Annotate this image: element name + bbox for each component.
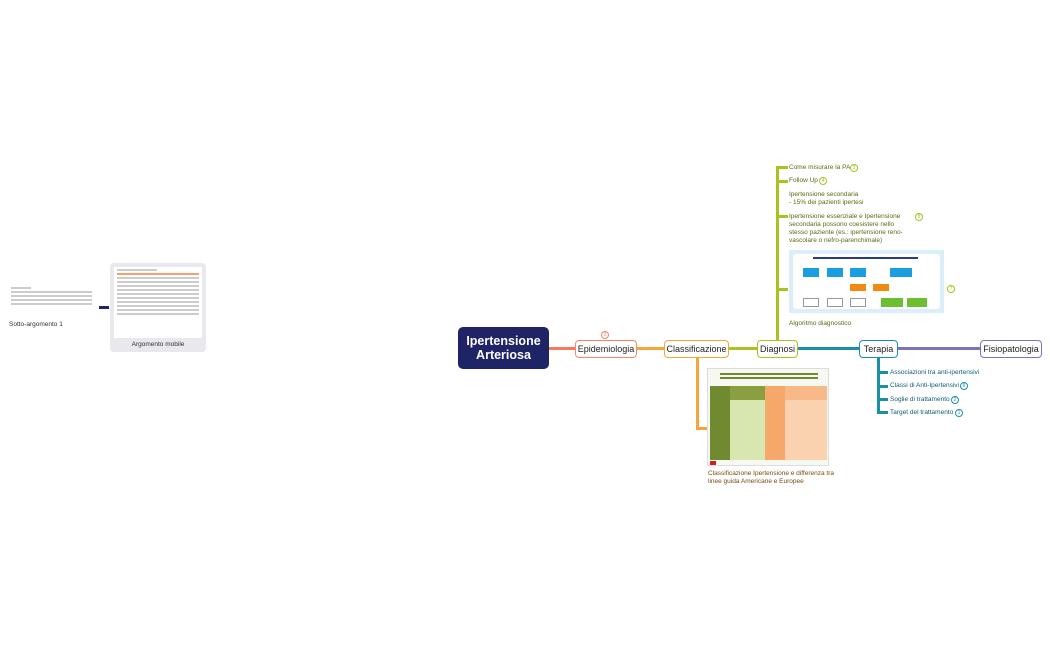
topic-epidemiologia[interactable]: Epidemiologia bbox=[575, 340, 637, 358]
table-row bbox=[117, 281, 199, 283]
flow-box bbox=[907, 298, 927, 307]
topic-diagnosi[interactable]: Diagnosi bbox=[757, 340, 798, 358]
table-row bbox=[11, 295, 92, 297]
flow-box bbox=[850, 284, 866, 291]
connector bbox=[776, 288, 788, 291]
connector bbox=[776, 215, 788, 218]
table-row bbox=[117, 297, 199, 299]
table-row bbox=[117, 293, 199, 295]
connector bbox=[898, 347, 980, 350]
subtopic-associazioni[interactable]: Associazioni tra anti-ipertensivi bbox=[890, 369, 980, 376]
topic-terapia[interactable]: Terapia bbox=[859, 340, 898, 358]
table-row bbox=[117, 269, 157, 271]
topic-fisiopatologia[interactable]: Fisiopatologia bbox=[980, 340, 1042, 358]
note-badge-icon[interactable]: 2 bbox=[951, 396, 959, 404]
subtopic-target[interactable]: Target del trattamento bbox=[890, 409, 954, 416]
connector bbox=[696, 357, 699, 430]
image-caption: Algoritmo diagnostico bbox=[789, 320, 852, 327]
diagnostic-algorithm-image[interactable] bbox=[789, 250, 944, 313]
subtopic-label[interactable]: Sotto-argomento 1 bbox=[9, 321, 63, 328]
flow-box bbox=[850, 298, 866, 307]
flow-box bbox=[827, 298, 843, 307]
connector bbox=[798, 347, 859, 350]
table-column bbox=[765, 386, 785, 460]
note-badge-icon[interactable]: 3 bbox=[850, 164, 858, 172]
note-badge-icon[interactable]: 4 bbox=[819, 177, 827, 185]
subtopic-follow-up[interactable]: Follow Up bbox=[789, 177, 818, 184]
esc-logo bbox=[710, 461, 716, 465]
connector bbox=[877, 385, 888, 388]
note-badge-icon[interactable]: 7 bbox=[947, 285, 955, 293]
floating-table-image bbox=[114, 267, 202, 338]
connector bbox=[776, 166, 788, 169]
flow-box bbox=[803, 268, 819, 277]
table-row bbox=[117, 277, 199, 279]
floating-topic-label: Argomento mobile bbox=[131, 341, 185, 348]
table-row bbox=[117, 273, 199, 275]
subtopic-ipertensione-secondaria[interactable]: Ipertensione secondaria- 15% dei pazient… bbox=[789, 191, 864, 206]
subtopic-soglie[interactable]: Soglie di trattamento bbox=[890, 396, 950, 403]
connector bbox=[696, 427, 707, 430]
connector bbox=[99, 306, 109, 309]
table-row bbox=[117, 305, 199, 307]
table-header bbox=[785, 386, 827, 400]
connector bbox=[877, 411, 888, 414]
table-header bbox=[730, 386, 765, 400]
table-row bbox=[11, 299, 92, 301]
table-title bbox=[720, 373, 818, 379]
table-row bbox=[11, 287, 31, 289]
flow-box bbox=[803, 298, 819, 307]
flow-box bbox=[827, 268, 843, 277]
table-row bbox=[117, 301, 199, 303]
central-topic[interactable]: Ipertensione Arteriosa bbox=[458, 327, 549, 369]
subtopic-classi[interactable]: Classi di Anti-Ipertensivi bbox=[890, 382, 959, 389]
connector bbox=[776, 180, 788, 183]
connector bbox=[729, 347, 757, 350]
connector bbox=[877, 371, 888, 374]
table-row bbox=[117, 309, 199, 311]
flow-box bbox=[850, 268, 866, 277]
note-badge-icon[interactable]: 6 bbox=[960, 382, 968, 390]
image-caption: Classificazione Ipertensione e differenz… bbox=[708, 470, 834, 485]
table-row bbox=[11, 303, 92, 305]
table-column bbox=[710, 386, 730, 460]
table-row bbox=[117, 289, 199, 291]
table-row bbox=[11, 291, 92, 293]
note-badge-icon[interactable]: 1 bbox=[955, 409, 963, 417]
algorithm-title bbox=[813, 257, 918, 259]
subtopic-table-image[interactable] bbox=[8, 285, 95, 316]
flow-box bbox=[890, 268, 912, 277]
flow-box bbox=[881, 298, 903, 307]
connector bbox=[637, 347, 664, 350]
connector bbox=[549, 347, 575, 350]
connector bbox=[877, 398, 888, 401]
table-row bbox=[117, 313, 199, 315]
note-badge-icon[interactable]: 2 bbox=[601, 331, 609, 339]
connector bbox=[776, 166, 779, 341]
floating-topic[interactable]: Argomento mobile bbox=[110, 263, 206, 352]
subtopic-essenziale-secondaria[interactable]: Ipertensione essenziale e Ipertensione s… bbox=[789, 213, 903, 244]
table-row bbox=[117, 285, 199, 287]
note-badge-icon[interactable]: 8 bbox=[915, 213, 923, 221]
flow-box bbox=[873, 284, 889, 291]
algorithm-chart bbox=[793, 254, 940, 309]
topic-classificazione[interactable]: Classificazione bbox=[664, 340, 729, 358]
subtopic-come-misurare[interactable]: Come misurare la PA bbox=[789, 164, 851, 171]
classification-table-image[interactable] bbox=[707, 368, 829, 466]
